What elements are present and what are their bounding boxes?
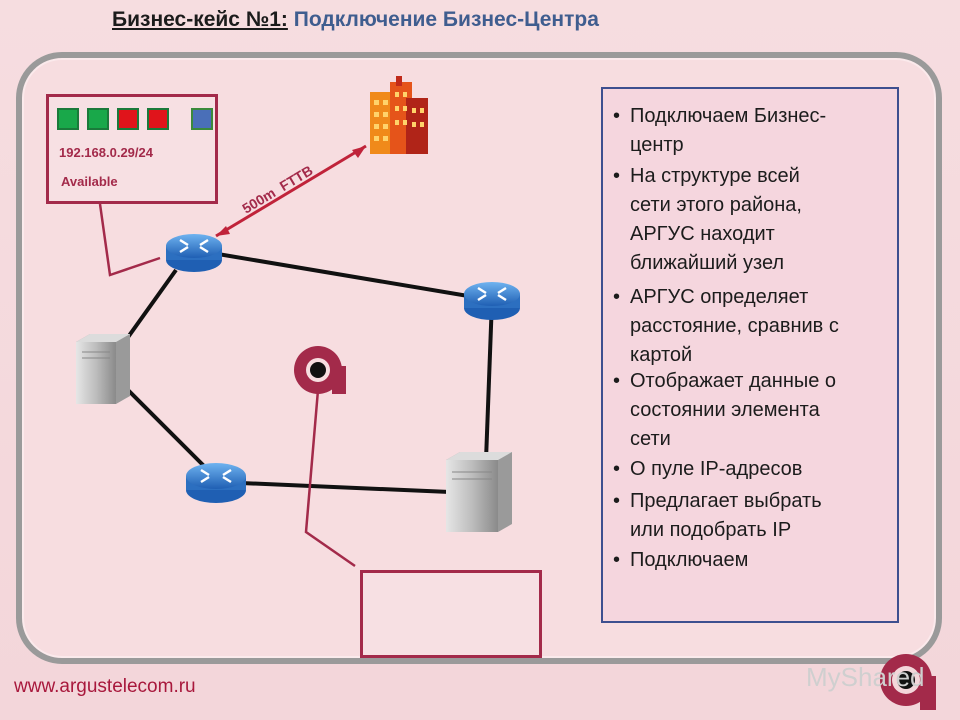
bullet-text: Подключаем: [630, 549, 749, 571]
server-icon[interactable]: [446, 452, 512, 532]
bullet-item: •АРГУС определяет расстояние, сравнив с …: [613, 286, 839, 366]
status-square-red: [117, 108, 139, 130]
router-icon[interactable]: [464, 282, 520, 320]
ip-address: 192.168.0.29/24: [59, 145, 153, 160]
feature-list-box: [601, 87, 899, 623]
bullet-item: •На структуре всей сети этого района, АР…: [613, 165, 802, 274]
link-router3-server2: [217, 480, 451, 494]
footer-url[interactable]: www.argustelecom.ru: [14, 676, 196, 697]
bullet-text: Отображает данные о состоянии элемента с…: [630, 370, 837, 450]
router-icon[interactable]: [186, 463, 246, 503]
bullet-text: На структуре всей сети этого района, АРГ…: [630, 165, 802, 274]
building-icon[interactable]: [370, 76, 428, 154]
corner-logo-icon: [880, 654, 936, 710]
bullet-item: •Предлагает выбрать или подобрать IP: [613, 490, 822, 541]
title-lead: Бизнес-кейс №1:: [112, 8, 288, 31]
link-server1-router3: [126, 388, 206, 468]
status-square-green: [87, 108, 109, 130]
page-title: Бизнес-кейс №1: Подключение Бизнес-Центр…: [112, 8, 599, 32]
link-router2-server2: [484, 299, 494, 461]
argus-logo-icon: [294, 346, 346, 394]
link-router1-router2: [193, 248, 493, 302]
fttb-label: 500m FTTB: [239, 162, 315, 217]
bullet-text: АРГУС определяет расстояние, сравнив с к…: [630, 286, 839, 366]
status-square-green: [57, 108, 79, 130]
bullet-text: Подключаем Бизнес- центр: [630, 105, 827, 156]
bullet-item: •Отображает данные о состоянии элемента …: [613, 370, 837, 450]
bullet-item: •О пуле IP-адресов: [613, 458, 803, 480]
bullet-item: •Подключаем Бизнес- центр: [613, 105, 827, 156]
bullet-item: •Подключаем: [613, 549, 749, 571]
status-square-blue: [191, 108, 213, 130]
map-box: [360, 570, 542, 658]
router-icon[interactable]: [166, 234, 222, 272]
map-callout-line: [304, 389, 356, 568]
status-square-red: [147, 108, 169, 130]
bullet-text: Предлагает выбрать или подобрать IP: [630, 490, 822, 541]
callout-lines: [98, 203, 356, 568]
ip-callout-line: [98, 203, 161, 277]
title-rest: Подключение Бизнес-Центра: [287, 8, 599, 31]
network-links: [124, 248, 494, 494]
ip-status-box: 192.168.0.29/24 Available: [46, 94, 218, 204]
fttb-link: [215, 144, 367, 238]
server-icon[interactable]: [76, 334, 130, 404]
link-router1-server1: [124, 268, 178, 342]
watermark-text: MyShared: [806, 662, 925, 692]
bullet-text: О пуле IP-адресов: [630, 458, 803, 480]
ip-status: Available: [61, 174, 118, 189]
